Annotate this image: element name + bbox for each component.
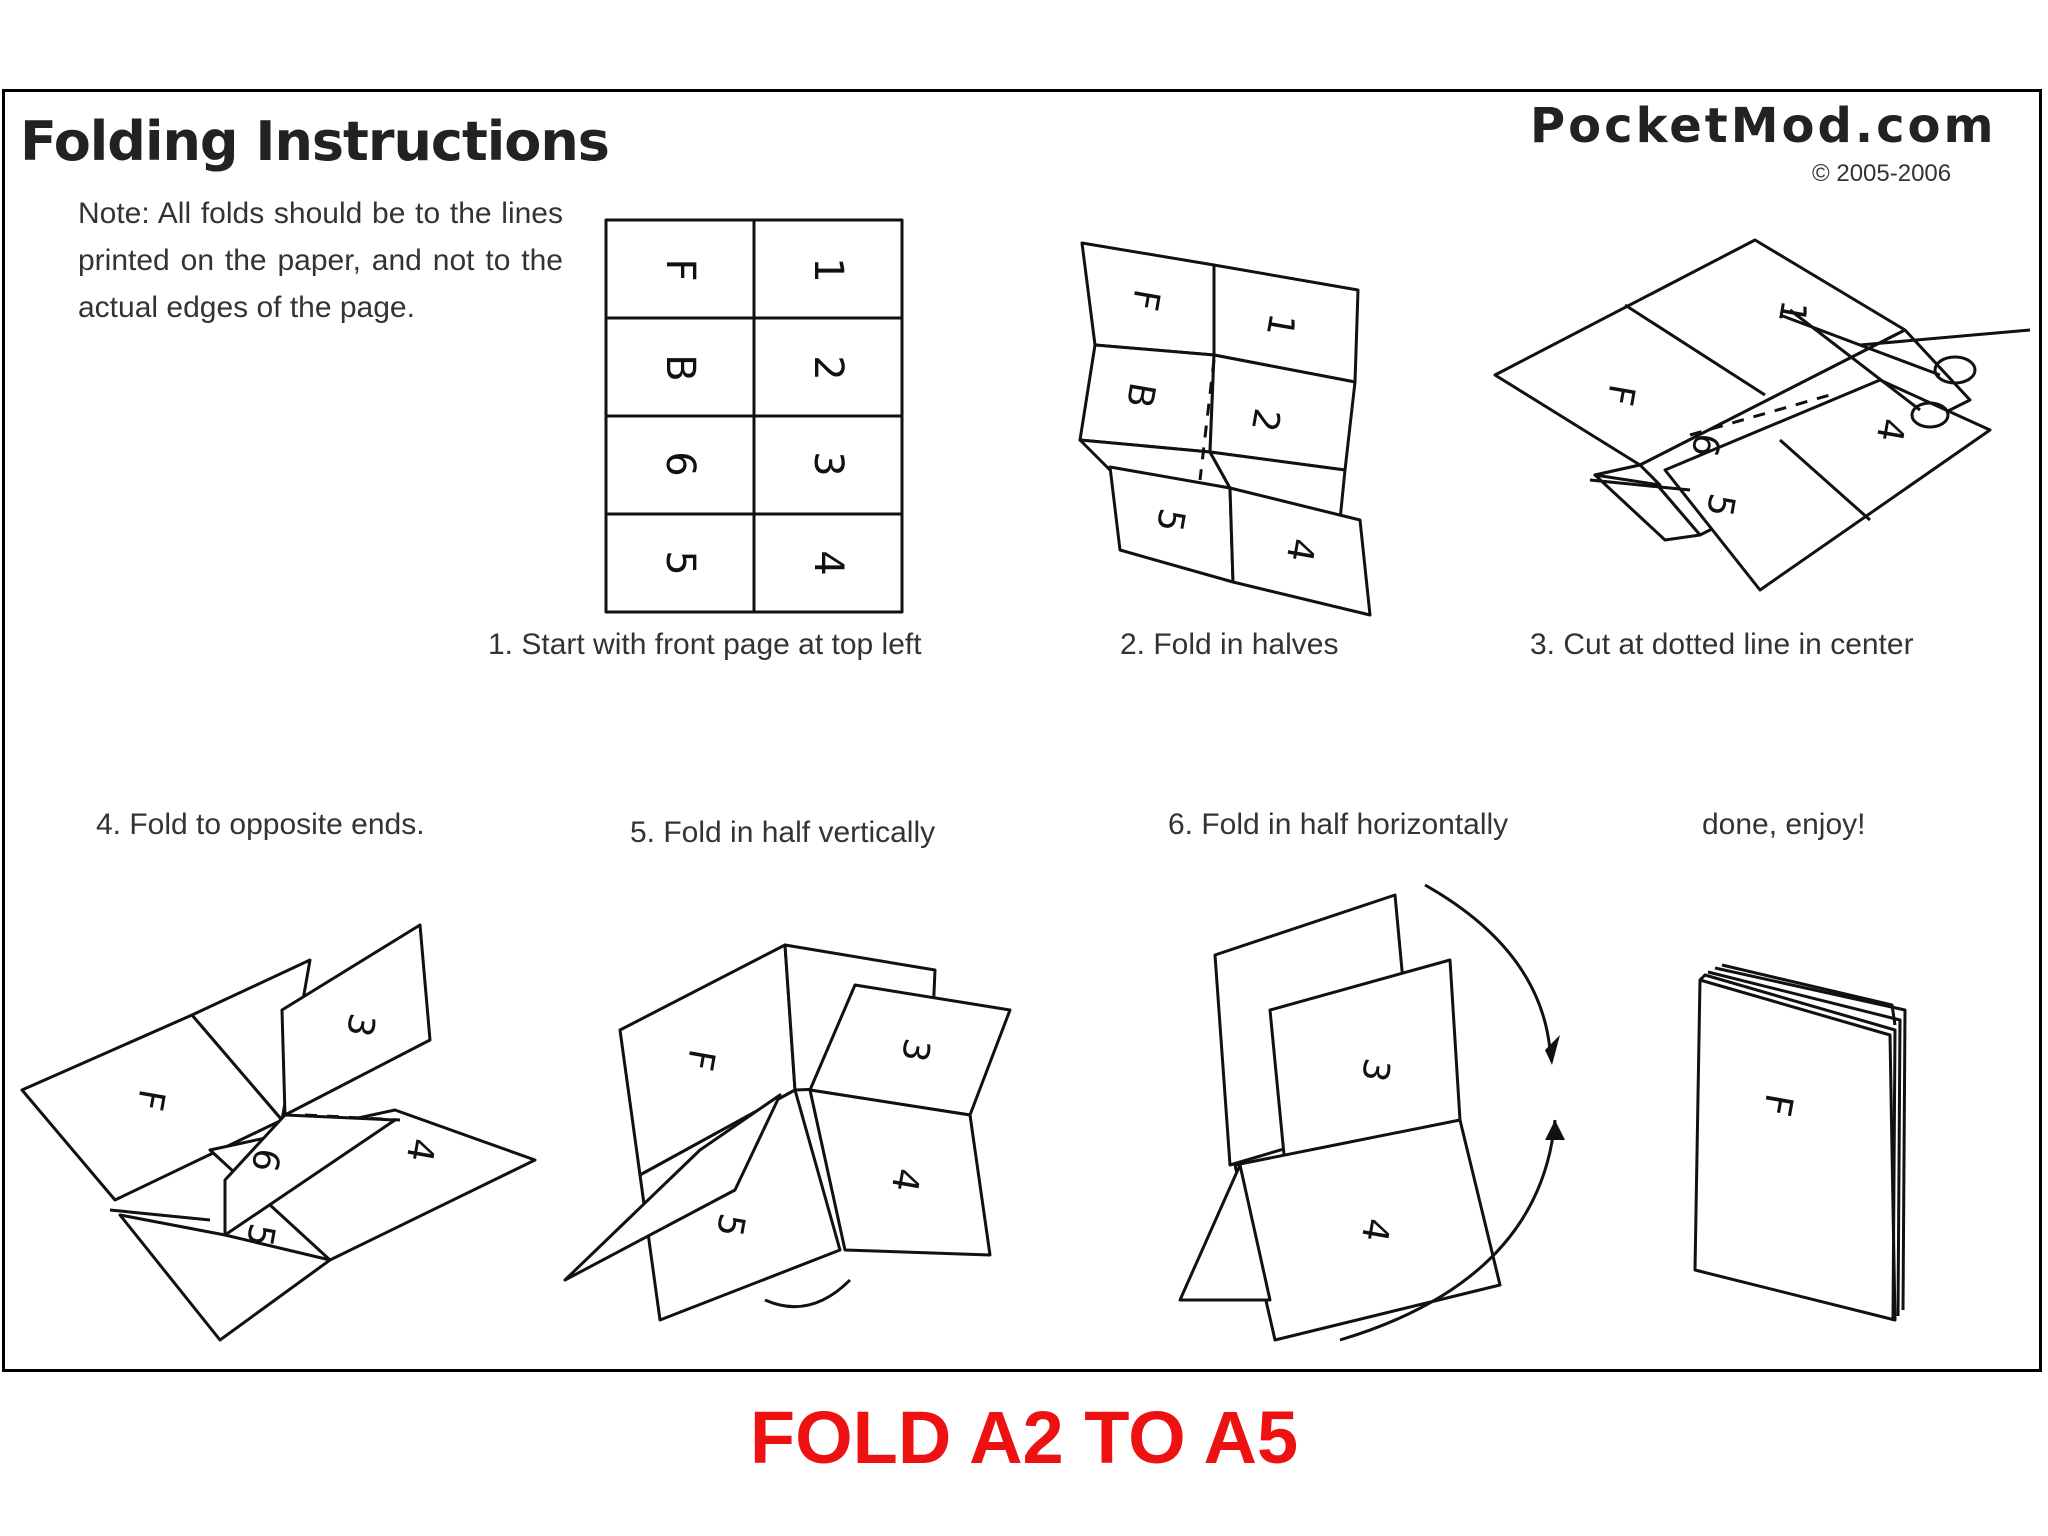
step6-caption: 6. Fold in half horizontally [1168,808,1509,841]
step4-opposite-ends: F 3 6 4 5 [20,923,537,1342]
done-caption: done, enjoy! [1702,808,1866,841]
grid-label-1: 1 [805,257,851,282]
grid-label-f: F [657,258,703,281]
grid-label-6: 6 [657,451,703,476]
copyright: © 2005-2006 [1812,160,1952,187]
grid-label-4: 4 [805,550,851,575]
step1-flat-sheet: F 1 B 2 6 3 5 4 [604,218,904,614]
step1-caption: 1. Start with front page at top left [488,628,922,661]
grid-label-2: 2 [805,355,851,380]
step5-caption: 5. Fold in half vertically [630,816,936,849]
note-text: Note: All folds should be to the lines p… [78,197,563,324]
grid-label-5: 5 [657,550,703,575]
step4-caption: 4. Fold to opposite ends. [96,808,425,841]
step3-caption: 3. Cut at dotted line in center [1530,628,1914,661]
done-booklet: F [1693,963,1907,1322]
brand-name: PocketMod.com [1530,98,1997,154]
grid-label-b: B [657,354,703,381]
step5-half-vertical: F 3 4 5 [563,943,1012,1322]
grid-label-3: 3 [805,451,851,476]
step3-cut-center: F 1 6 4 5 [1493,238,2031,592]
footer-title: FOLD A2 TO A5 [749,1396,1299,1479]
step2-caption: 2. Fold in halves [1120,628,1339,661]
step6-half-horizontal: 3 4 [1178,883,1565,1342]
page-title: Folding Instructions [20,110,610,173]
step2-folded-halves: F 1 B 2 5 4 [1078,241,1372,617]
